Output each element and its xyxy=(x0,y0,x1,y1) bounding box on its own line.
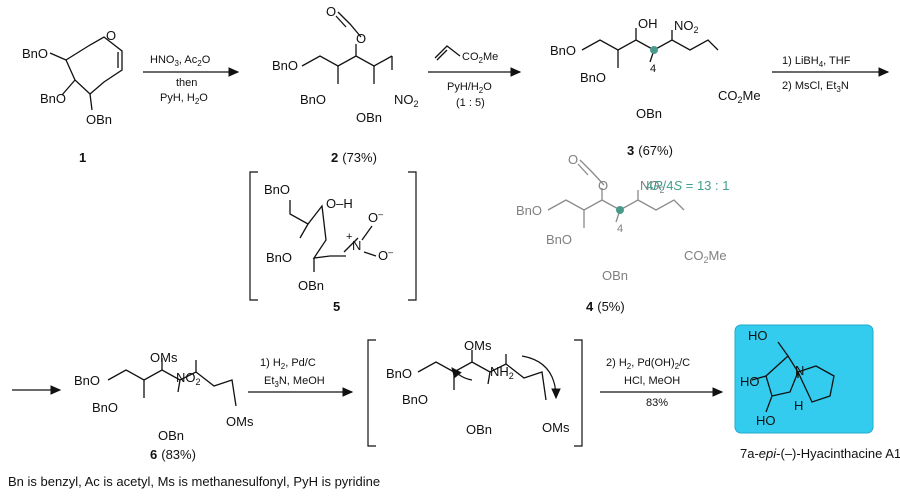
arrow3-cond-2: 2) MsCl, Et3N xyxy=(782,80,849,94)
product-ho-2: HO xyxy=(740,374,760,389)
c6-no2: NO2 xyxy=(176,370,201,387)
c2-formyl-o: O xyxy=(356,31,366,46)
c5-bno-2: BnO xyxy=(266,250,292,265)
int-bno-1: BnO xyxy=(386,366,412,381)
c6-bno-1: BnO xyxy=(74,373,100,388)
product-name: 7a-epi-(–)-Hyacinthacine A1 xyxy=(740,446,900,461)
c5-bno-1: BnO xyxy=(264,182,290,197)
c1-obn: OBn xyxy=(86,112,112,127)
c4-bno-2: BnO xyxy=(546,232,572,247)
c6-label: 6(83%) xyxy=(150,447,196,462)
compound-4: BnO BnO OBn O O NO2 CO2Me 4 4R/4S = 13 :… xyxy=(516,152,729,314)
arrow2-reagent: CO2Me xyxy=(462,51,498,65)
arrow2-cond-1: PyH/H2O xyxy=(447,81,492,95)
arrow-2: CO2Me PyH/H2O (1 : 5) xyxy=(428,45,522,109)
int-oms-2: OMs xyxy=(542,420,570,435)
c4-c4-label: 4 xyxy=(617,223,623,235)
compound-5: BnO BnO OBn O–H O– N + O– 5 xyxy=(249,171,417,314)
arrow2-cond-2: (1 : 5) xyxy=(456,97,485,109)
arrow-5: 2) H2, Pd(OH)2/C HCl, MeOH 83% xyxy=(600,357,724,409)
c6-bno-2: BnO xyxy=(92,400,118,415)
c4-bno-1: BnO xyxy=(516,203,542,218)
product-ho-3: HO xyxy=(756,413,776,428)
int-obn: OBn xyxy=(466,422,492,437)
c2-carbonyl-o: O xyxy=(326,4,336,19)
arrow5-cond-1: 2) H2, Pd(OH)2/C xyxy=(606,357,690,371)
c3-oh: OH xyxy=(638,16,658,31)
c3-label: 3(67%) xyxy=(627,143,673,158)
arrow4-cond-2: Et3N, MeOH xyxy=(264,375,325,389)
arrow4-cond-1: 1) H2, Pd/C xyxy=(260,357,316,371)
product-highlight-box xyxy=(734,324,874,434)
arrow5-cond-2: HCl, MeOH xyxy=(624,375,680,387)
int-nh2: NH2 xyxy=(490,364,514,381)
c5-obn: OBn xyxy=(298,278,324,293)
product: HO HO HO N H 7a-epi-(–)-Hyacinthacine A1 xyxy=(734,324,900,461)
c4-ester: CO2Me xyxy=(684,248,727,265)
c3-bno-1: BnO xyxy=(550,43,576,58)
c2-label: 2(73%) xyxy=(331,150,377,165)
c5-n: N xyxy=(352,238,361,253)
c4-ratio: 4R/4S = 13 : 1 xyxy=(646,178,729,193)
arrow1-cond-3: PyH, H2O xyxy=(160,92,208,106)
int-oms-1: OMs xyxy=(464,338,492,353)
c3-bno-2: BnO xyxy=(580,70,606,85)
product-n: N xyxy=(795,363,804,378)
c1-number: 1 xyxy=(79,150,86,165)
c1-bno-1: BnO xyxy=(22,46,48,61)
c2-no2: NO2 xyxy=(394,92,419,109)
c2-bno-2: BnO xyxy=(300,92,326,107)
c3-c4-label: 4 xyxy=(650,63,656,75)
footnote: Bn is benzyl, Ac is acetyl, Ms is methan… xyxy=(8,474,380,489)
c3-obn: OBn xyxy=(636,106,662,121)
c3-stereo-marker xyxy=(650,46,658,54)
product-ho-1: HO xyxy=(748,328,768,343)
int-bno-2: BnO xyxy=(402,392,428,407)
c6-obn: OBn xyxy=(158,428,184,443)
amine-intermediate: BnO BnO OBn OMs NH2 OMs xyxy=(367,338,583,447)
arrow3-cond-1: 1) LiBH4, THF xyxy=(782,55,851,69)
arrow1-cond-2: then xyxy=(176,77,197,89)
compound-2: BnO BnO OBn O O NO2 2(73%) xyxy=(272,4,419,165)
c5-o-top: O– xyxy=(368,209,383,225)
c4-stereo-marker xyxy=(616,206,624,214)
arrow5-yield: 83% xyxy=(646,397,668,409)
c6-oms-1: OMs xyxy=(150,350,178,365)
c3-ester: CO2Me xyxy=(718,88,761,105)
c1-bno-2: BnO xyxy=(40,91,66,106)
arrow-1: HNO3, Ac2O then PyH, H2O xyxy=(143,54,240,106)
c5-number: 5 xyxy=(333,299,340,314)
arrow-3: 1) LiBH4, THF 2) MsCl, Et3N xyxy=(772,55,890,94)
c3-no2: NO2 xyxy=(674,18,699,35)
c5-n-plus: + xyxy=(346,231,352,243)
c6-oms-2: OMs xyxy=(226,414,254,429)
c1-ring-o: O xyxy=(106,28,116,43)
c4-carbonyl-o: O xyxy=(568,152,578,167)
c2-bno-1: BnO xyxy=(272,58,298,73)
compound-3: BnO BnO OBn OH NO2 CO2Me 4 3(67%) xyxy=(550,16,761,158)
arrow1-cond-1: HNO3, Ac2O xyxy=(150,54,211,68)
c4-no2: NO2 xyxy=(640,178,665,195)
c2-obn: OBn xyxy=(356,110,382,125)
c4-obn: OBn xyxy=(602,268,628,283)
c4-formyl-o: O xyxy=(598,178,608,193)
c4-label: 4(5%) xyxy=(586,299,625,314)
c5-oh: O–H xyxy=(326,196,353,211)
product-h: H xyxy=(794,398,803,413)
compound-6: BnO BnO OBn OMs NO2 OMs 6(83%) xyxy=(74,350,254,462)
arrow-4: 1) H2, Pd/C Et3N, MeOH xyxy=(248,357,354,397)
compound-1: BnO BnO OBn O 1 xyxy=(22,28,123,165)
c5-o-right: O– xyxy=(378,247,393,263)
